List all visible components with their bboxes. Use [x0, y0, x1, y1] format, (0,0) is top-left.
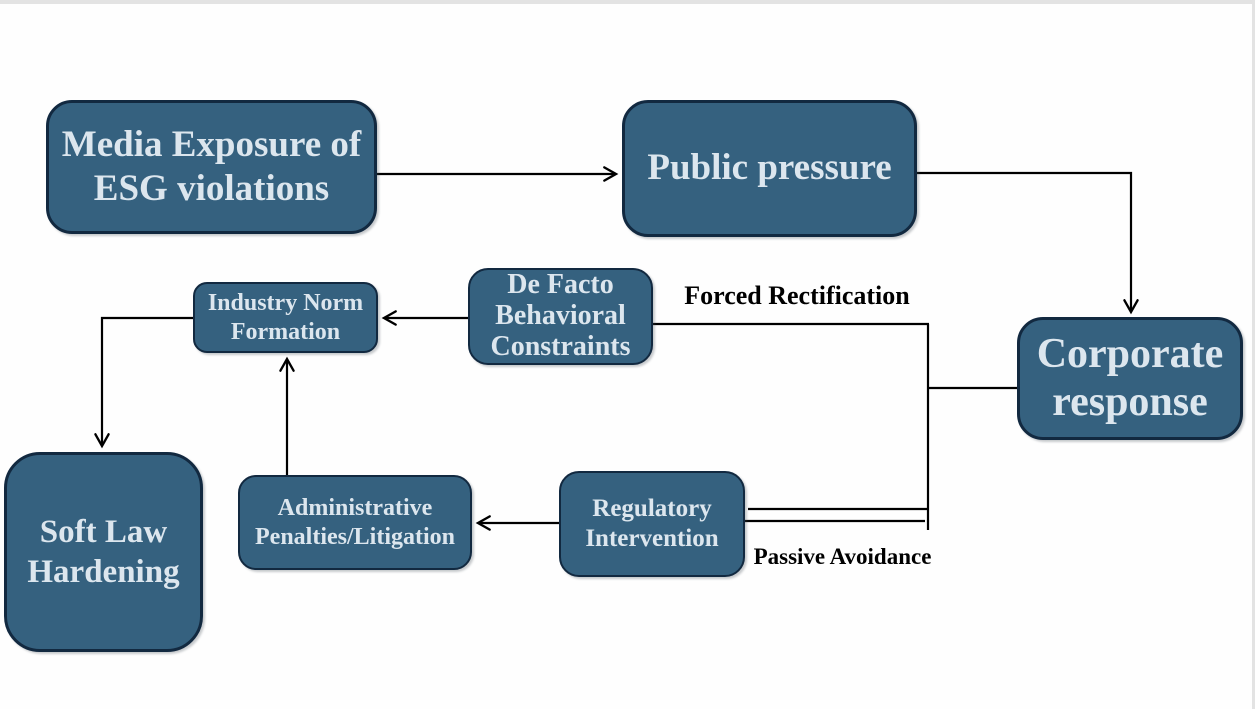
node-corporate-response-label: Corporate response: [1036, 331, 1224, 425]
edge-label-passive-avoidance: Passive Avoidance: [753, 544, 932, 569]
node-industry-norm-label: Industry Norm Formation: [207, 289, 364, 345]
node-administrative-penalties: Administrative Penalties/Litigation: [238, 475, 472, 570]
node-public-pressure-label: Public pressure: [647, 147, 892, 189]
node-media-exposure: Media Exposure of ESG violations: [46, 100, 377, 234]
node-public-pressure: Public pressure: [622, 100, 917, 237]
edge-industry-to-softlaw: [94, 316, 193, 449]
node-soft-law-hardening: Soft Law Hardening: [4, 452, 203, 652]
edge-public-to-corporate: [917, 171, 1139, 315]
node-industry-norm: Industry Norm Formation: [193, 282, 378, 353]
node-administrative-penalties-label: Administrative Penalties/Litigation: [255, 495, 455, 550]
node-defacto-constraints: De Facto Behavioral Constraints: [468, 268, 653, 365]
node-media-exposure-label: Media Exposure of ESG violations: [61, 123, 362, 209]
node-regulatory-intervention-label: Regulatory Intervention: [585, 495, 719, 552]
edge-label-forced-rectification: Forced Rectification: [684, 281, 910, 310]
top-edge-bar: [0, 0, 1255, 4]
node-regulatory-intervention: Regulatory Intervention: [559, 471, 745, 577]
node-defacto-constraints-label: De Facto Behavioral Constraints: [490, 269, 631, 362]
right-edge-bar: [1252, 0, 1255, 709]
node-soft-law-hardening-label: Soft Law Hardening: [27, 513, 180, 590]
node-corporate-response: Corporate response: [1017, 317, 1243, 440]
